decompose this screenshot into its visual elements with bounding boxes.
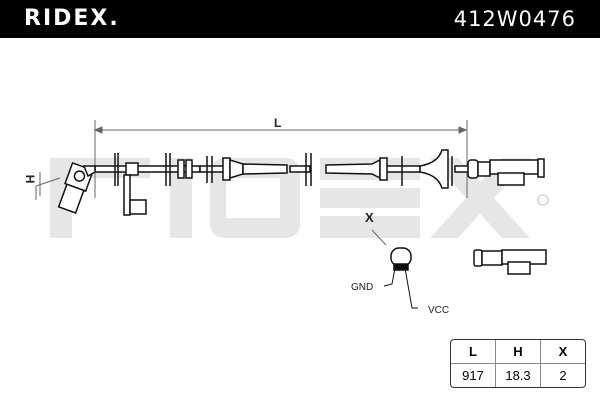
vcc-pin-label: VCC [428,305,450,316]
header-bar: RIDEX. 412W0476 [0,0,600,38]
spec-value-x: 2 [559,368,567,383]
height-dimension [35,172,61,200]
part-number: 412W0476 [453,7,576,31]
spec-value-row: 917 18.3 2 [451,364,585,387]
technical-drawing [35,120,549,309]
length-label: L [274,116,282,130]
brand-logo: RIDEX. [24,6,120,31]
length-dimension [93,120,468,198]
spec-header-l: L [451,340,496,364]
spec-header-row: L H X [451,340,585,364]
spec-header-h: H [496,340,541,364]
height-label: H [23,174,38,184]
spec-value-l: 917 [451,364,496,387]
spec-table: L H X 917 18.3 2 [450,339,586,388]
spec-value-h: 18.3 [496,364,541,387]
spec-header-x: X [541,340,585,364]
gnd-pin-label: GND [351,282,374,293]
connector-face-view [371,229,418,309]
cable [57,149,545,216]
connector-side-view [473,249,547,275]
connector-view-label: X [365,210,374,225]
